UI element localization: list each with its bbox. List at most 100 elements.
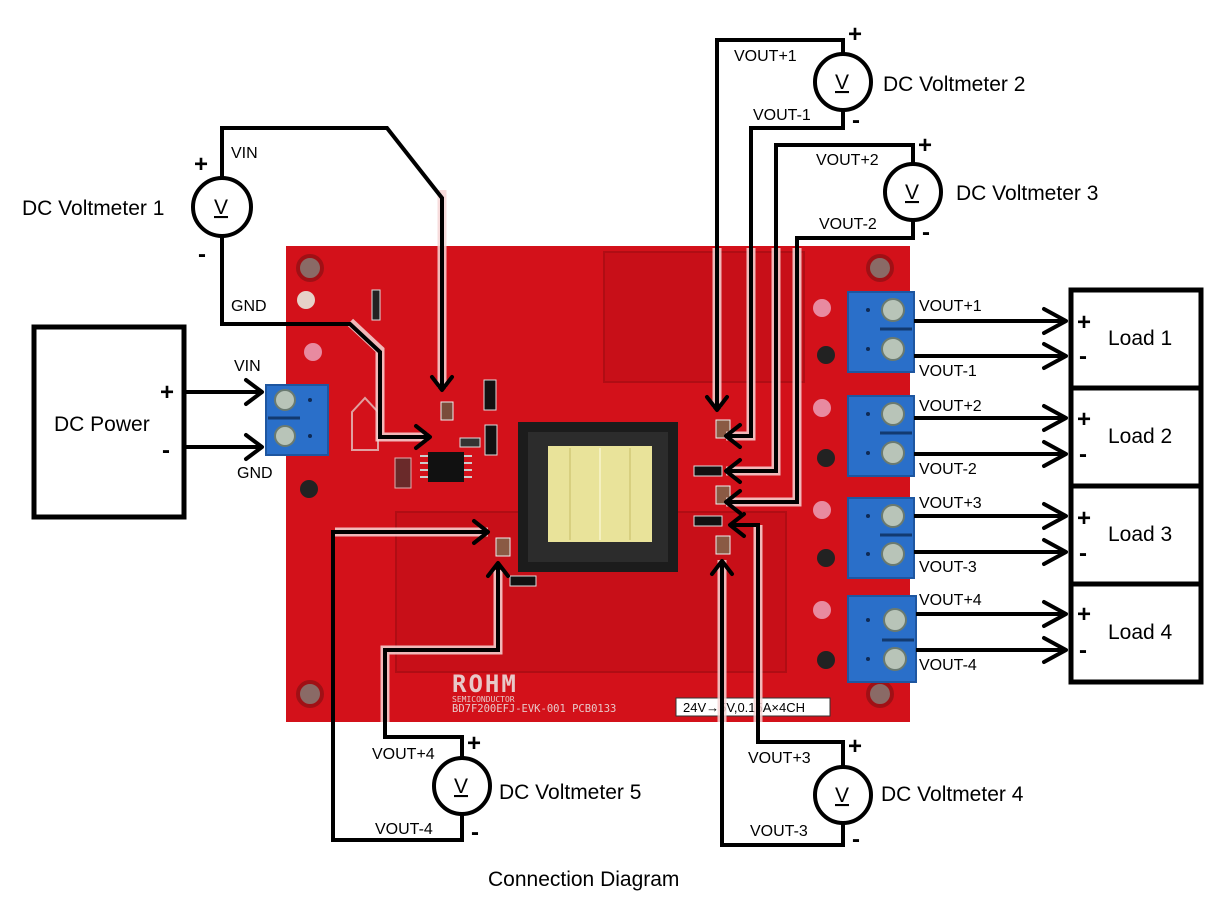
load-2-minus-net: VOUT-2 (919, 461, 977, 478)
arrow-right-icon (1042, 404, 1068, 432)
smd-diode (509, 575, 537, 587)
voltmeter-1-label: DC Voltmeter 1 (22, 197, 164, 220)
transformer (518, 422, 678, 572)
dc-power-plus: + (160, 379, 174, 406)
voltmeter-5-minus: - (471, 819, 479, 846)
arrow-right-icon (1042, 440, 1068, 468)
load-4-plus-net: VOUT+4 (919, 592, 982, 609)
voltmeter-4-minus-net: VOUT-3 (750, 823, 808, 840)
spec-label-box: 24V→5V,0.15A×4CH (675, 697, 831, 717)
output-terminal-block-3 (847, 497, 915, 579)
spec-label: 24V→5V,0.15A×4CH (683, 700, 805, 715)
voltmeter-3-minus-net: VOUT-2 (819, 216, 877, 233)
diagram-caption: Connection Diagram (488, 868, 679, 891)
board-brand: ROHM (452, 670, 518, 698)
arrow-right-icon (472, 519, 490, 545)
test-point-gnd (300, 480, 318, 498)
arrow-right-icon (244, 433, 264, 461)
load-4-label: Load 4 (1108, 621, 1173, 644)
wire-vm3-vout2-minus (728, 219, 915, 504)
voltmeter-3-label: DC Voltmeter 3 (956, 182, 1098, 205)
voltmeter-symbol: V (214, 196, 228, 219)
load-1-label: Load 1 (1108, 327, 1172, 350)
load-4-minus-net: VOUT-4 (919, 657, 977, 674)
load-2-plus-net: VOUT+2 (919, 398, 982, 415)
dc-voltmeter-5: V DC Voltmeter 5 + - VOUT+4 VOUT-4 (372, 730, 641, 846)
dc-power-label: DC Power (54, 413, 150, 436)
voltmeter-2-plus: + (848, 21, 862, 48)
voltmeter-4-label: DC Voltmeter 4 (881, 783, 1024, 806)
voltmeter-5-minus-net: VOUT-4 (375, 821, 433, 838)
voltmeter-4-minus: - (852, 826, 860, 853)
input-terminal-block (265, 384, 329, 456)
voltmeter-2-label: DC Voltmeter 2 (883, 73, 1025, 96)
load-2-minus: - (1079, 441, 1087, 468)
test-point-vout1-plus (813, 299, 831, 317)
arrow-right-icon (1042, 636, 1068, 664)
voltmeter-4-plus: + (848, 733, 862, 760)
arrow-right-icon (414, 424, 432, 450)
load-2: + - Load 2 VOUT+2 VOUT-2 (919, 385, 1204, 489)
voltmeter-2-minus: - (852, 107, 860, 134)
load-2-label: Load 2 (1108, 425, 1172, 448)
arrow-down-icon (705, 395, 729, 412)
load-1-plus-net: VOUT+1 (919, 298, 982, 315)
test-point-vout4-minus (817, 651, 835, 669)
voltmeter-3-plus-net: VOUT+2 (816, 152, 879, 169)
load-1-minus: - (1079, 343, 1087, 370)
arrow-up-icon (710, 559, 734, 576)
net-label-gnd: GND (237, 465, 273, 482)
arrow-left-icon (724, 458, 742, 484)
load-3-plus: + (1077, 505, 1091, 532)
smd-diode (483, 379, 497, 411)
voltmeter-symbol: V (905, 181, 919, 204)
load-4-minus: - (1079, 637, 1087, 664)
load-1-minus-net: VOUT-1 (919, 363, 977, 380)
load-3-plus-net: VOUT+3 (919, 495, 982, 512)
board-brand-sub: SEMICONDUCTOR (452, 695, 515, 704)
arrow-left-icon (724, 489, 742, 515)
mounting-hole (866, 254, 894, 282)
voltmeter-1-minus-net: GND (231, 298, 267, 315)
dc-voltmeter-1: V DC Voltmeter 1 + - VIN GND (22, 145, 267, 315)
arrow-up-icon (486, 561, 510, 578)
load-2-plus: + (1077, 406, 1091, 433)
smd-capacitor (715, 535, 731, 555)
controller-ic (420, 452, 472, 482)
dc-voltmeter-3: V DC Voltmeter 3 + - VOUT+2 VOUT-2 (816, 132, 1098, 246)
arrow-right-icon (1042, 307, 1068, 335)
load-4-plus: + (1077, 601, 1091, 628)
arrow-left-icon (728, 512, 746, 538)
test-point-vout3-minus (817, 549, 835, 567)
load-4: + - Load 4 VOUT+4 VOUT-4 (919, 581, 1204, 685)
arrow-right-icon (1042, 600, 1068, 628)
arrow-down-icon (430, 375, 454, 392)
arrowheads (244, 307, 1068, 664)
test-point-vout2-minus (817, 449, 835, 467)
arrow-right-icon (1042, 538, 1068, 566)
smd-part (371, 289, 381, 321)
load-1-plus: + (1077, 309, 1091, 336)
wire-vm4-vout3-plus (732, 523, 845, 770)
mounting-hole (296, 254, 324, 282)
load-3: + - Load 3 VOUT+3 VOUT-3 (919, 483, 1204, 587)
test-point-vout4-plus (813, 601, 831, 619)
voltmeter-4-plus-net: VOUT+3 (748, 750, 811, 767)
net-label-vin: VIN (234, 358, 261, 375)
wire-vm2-vout1-minus (728, 108, 845, 438)
load-3-minus-net: VOUT-3 (919, 559, 977, 576)
smd-diode (693, 515, 723, 527)
wire-vm5-vout4-plus (383, 565, 500, 760)
arrow-right-icon (1042, 342, 1068, 370)
voltmeter-symbol: V (835, 784, 849, 807)
test-point-en (297, 291, 315, 309)
test-point-vout3-plus (813, 501, 831, 519)
pcb-plane-top (603, 251, 805, 383)
smd-resistor (459, 437, 481, 448)
voltmeter-5-plus-net: VOUT+4 (372, 746, 435, 763)
voltmeter-symbol: V (835, 71, 849, 94)
load-1: + - Load 1 VOUT+1 VOUT-1 (919, 287, 1204, 391)
smd-diode (484, 424, 498, 456)
smd-capacitor (440, 401, 454, 421)
